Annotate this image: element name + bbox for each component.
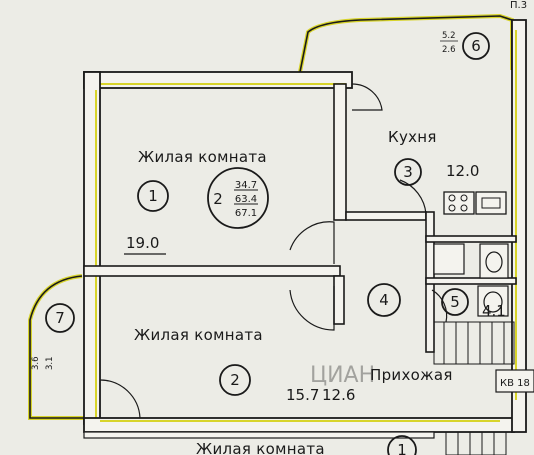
room-4-number: 4 <box>379 291 389 309</box>
bathroom-fixtures <box>433 243 509 317</box>
outer-walls <box>83 19 527 433</box>
room-7-area-bottom: 3.1 <box>45 356 55 370</box>
room-3-name: Кухня <box>388 128 437 146</box>
apartment-rooms-count: 2 <box>213 190 223 208</box>
room-1-area: 19.0 <box>126 234 159 252</box>
bottom-room-marker <box>387 435 417 455</box>
room-7-number: 7 <box>55 309 65 327</box>
lower-wall <box>83 431 435 439</box>
bottom-room-number: 1 <box>397 441 407 455</box>
room-3-marker <box>394 158 422 186</box>
shaft-box <box>495 369 534 393</box>
room-4-name: Прихожая <box>370 366 453 384</box>
room-4-area: 12.6 <box>322 386 355 404</box>
room-5-marker <box>441 288 469 316</box>
top-label: П.3 <box>510 0 527 11</box>
apartment-total-area: 63.4 <box>235 194 257 205</box>
apartment-summary-circle <box>207 167 269 229</box>
room-6-area-top: 5.2 <box>442 31 456 41</box>
room-2-number: 2 <box>230 371 240 389</box>
room-7-marker <box>45 303 75 333</box>
room-1-marker <box>137 180 169 212</box>
room-2-area: 15.7 <box>286 386 319 404</box>
room-6-area-bottom: 2.6 <box>442 45 456 55</box>
stove <box>443 191 507 215</box>
room-1-name: Жилая комната <box>138 148 267 166</box>
shaft-label: КВ 18 <box>500 378 530 389</box>
room-4-marker <box>367 283 401 317</box>
room-5-area: 4.1 <box>482 302 506 320</box>
room-6-marker <box>462 32 490 60</box>
apartment-total-area-balcony: 67.1 <box>235 208 257 219</box>
balcony-6 <box>298 13 514 73</box>
hatching <box>433 321 515 455</box>
bottom-room-name: Жилая комната <box>196 440 325 455</box>
balcony-7 <box>28 274 84 420</box>
room-2-name: Жилая комната <box>134 326 263 344</box>
room-2-marker <box>219 364 251 396</box>
room-1-number: 1 <box>148 187 158 205</box>
watermark: ЦИАН <box>310 363 375 388</box>
room-3-area: 12.0 <box>446 162 479 180</box>
interior-walls <box>83 83 517 353</box>
room-5-number: 5 <box>450 293 460 311</box>
apartment-living-area: 34.7 <box>235 180 257 191</box>
doors <box>99 83 448 419</box>
room-3-number: 3 <box>403 163 413 181</box>
room-7-area-top: 3.6 <box>31 356 41 370</box>
room-6-number: 6 <box>471 37 481 55</box>
